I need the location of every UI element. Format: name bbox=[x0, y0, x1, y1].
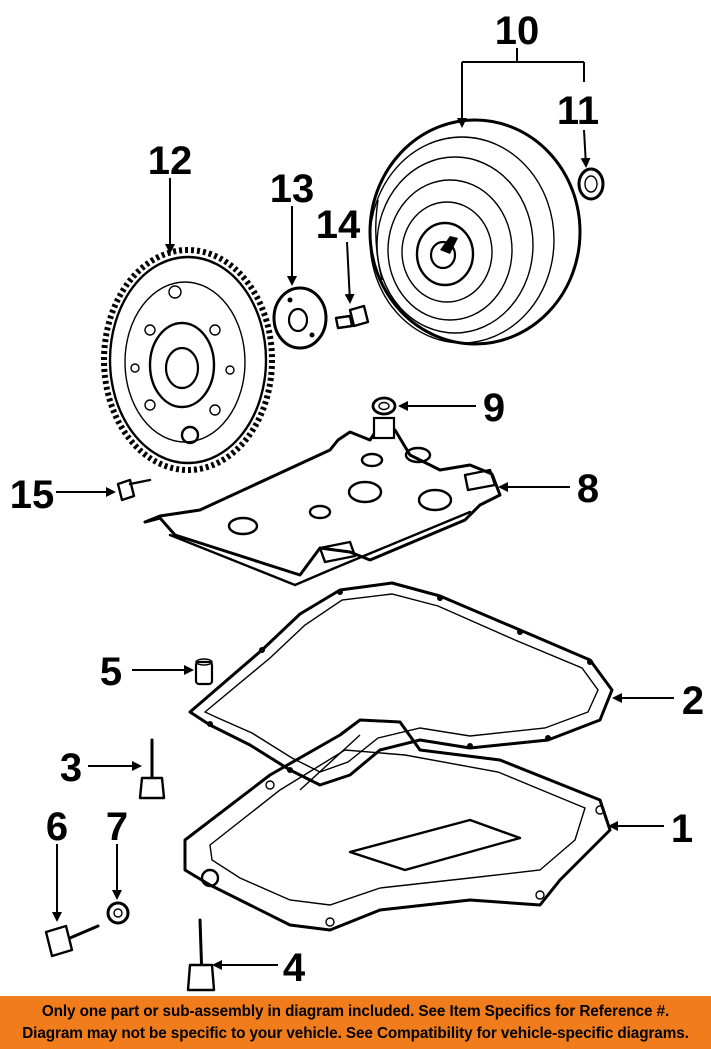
callout-9: 9 bbox=[483, 386, 505, 430]
callout-11: 11 bbox=[557, 89, 599, 133]
callout-labels: 10 11 12 13 14 9 8 15 5 2 3 1 6 7 4 bbox=[10, 9, 704, 990]
nut-part bbox=[106, 901, 130, 925]
callout-15: 15 bbox=[10, 473, 55, 517]
callout-12: 12 bbox=[148, 139, 193, 183]
callout-5: 5 bbox=[100, 650, 122, 694]
parts-diagram: 10 11 12 13 14 9 8 15 5 2 3 1 6 7 4 bbox=[10, 9, 704, 992]
transmission-oil-pan-part bbox=[183, 718, 612, 932]
disclaimer-line-2: Diagram may not be specific to your vehi… bbox=[22, 1025, 689, 1042]
filter-seal-part bbox=[371, 396, 397, 416]
filter-bolt-part bbox=[116, 478, 152, 502]
seal-ring-part bbox=[577, 167, 605, 201]
flexplate-part bbox=[101, 247, 275, 473]
spacer-plate-part bbox=[272, 286, 328, 350]
flexplate-bolt-part bbox=[334, 304, 370, 330]
callout-6: 6 bbox=[46, 805, 68, 849]
pan-bolt-part bbox=[138, 738, 166, 800]
long-bolt-part bbox=[186, 918, 216, 992]
torque-converter-part bbox=[368, 118, 582, 346]
disclaimer-banner: Only one part or sub-assembly in diagram… bbox=[0, 996, 711, 1049]
drain-bolt-part bbox=[44, 924, 100, 958]
disclaimer-line-1: Only one part or sub-assembly in diagram… bbox=[41, 1003, 670, 1020]
callout-4: 4 bbox=[283, 946, 306, 990]
callout-8: 8 bbox=[577, 467, 599, 511]
callout-10: 10 bbox=[495, 9, 540, 53]
callout-7: 7 bbox=[106, 805, 128, 849]
transmission-filter-part bbox=[143, 416, 502, 587]
callout-13: 13 bbox=[270, 167, 315, 211]
dowel-sleeve-part bbox=[194, 658, 214, 686]
callout-14: 14 bbox=[316, 203, 361, 247]
callout-3: 3 bbox=[60, 746, 82, 790]
callout-2: 2 bbox=[682, 679, 704, 723]
callout-1: 1 bbox=[671, 807, 693, 851]
leader-lines bbox=[52, 48, 674, 970]
